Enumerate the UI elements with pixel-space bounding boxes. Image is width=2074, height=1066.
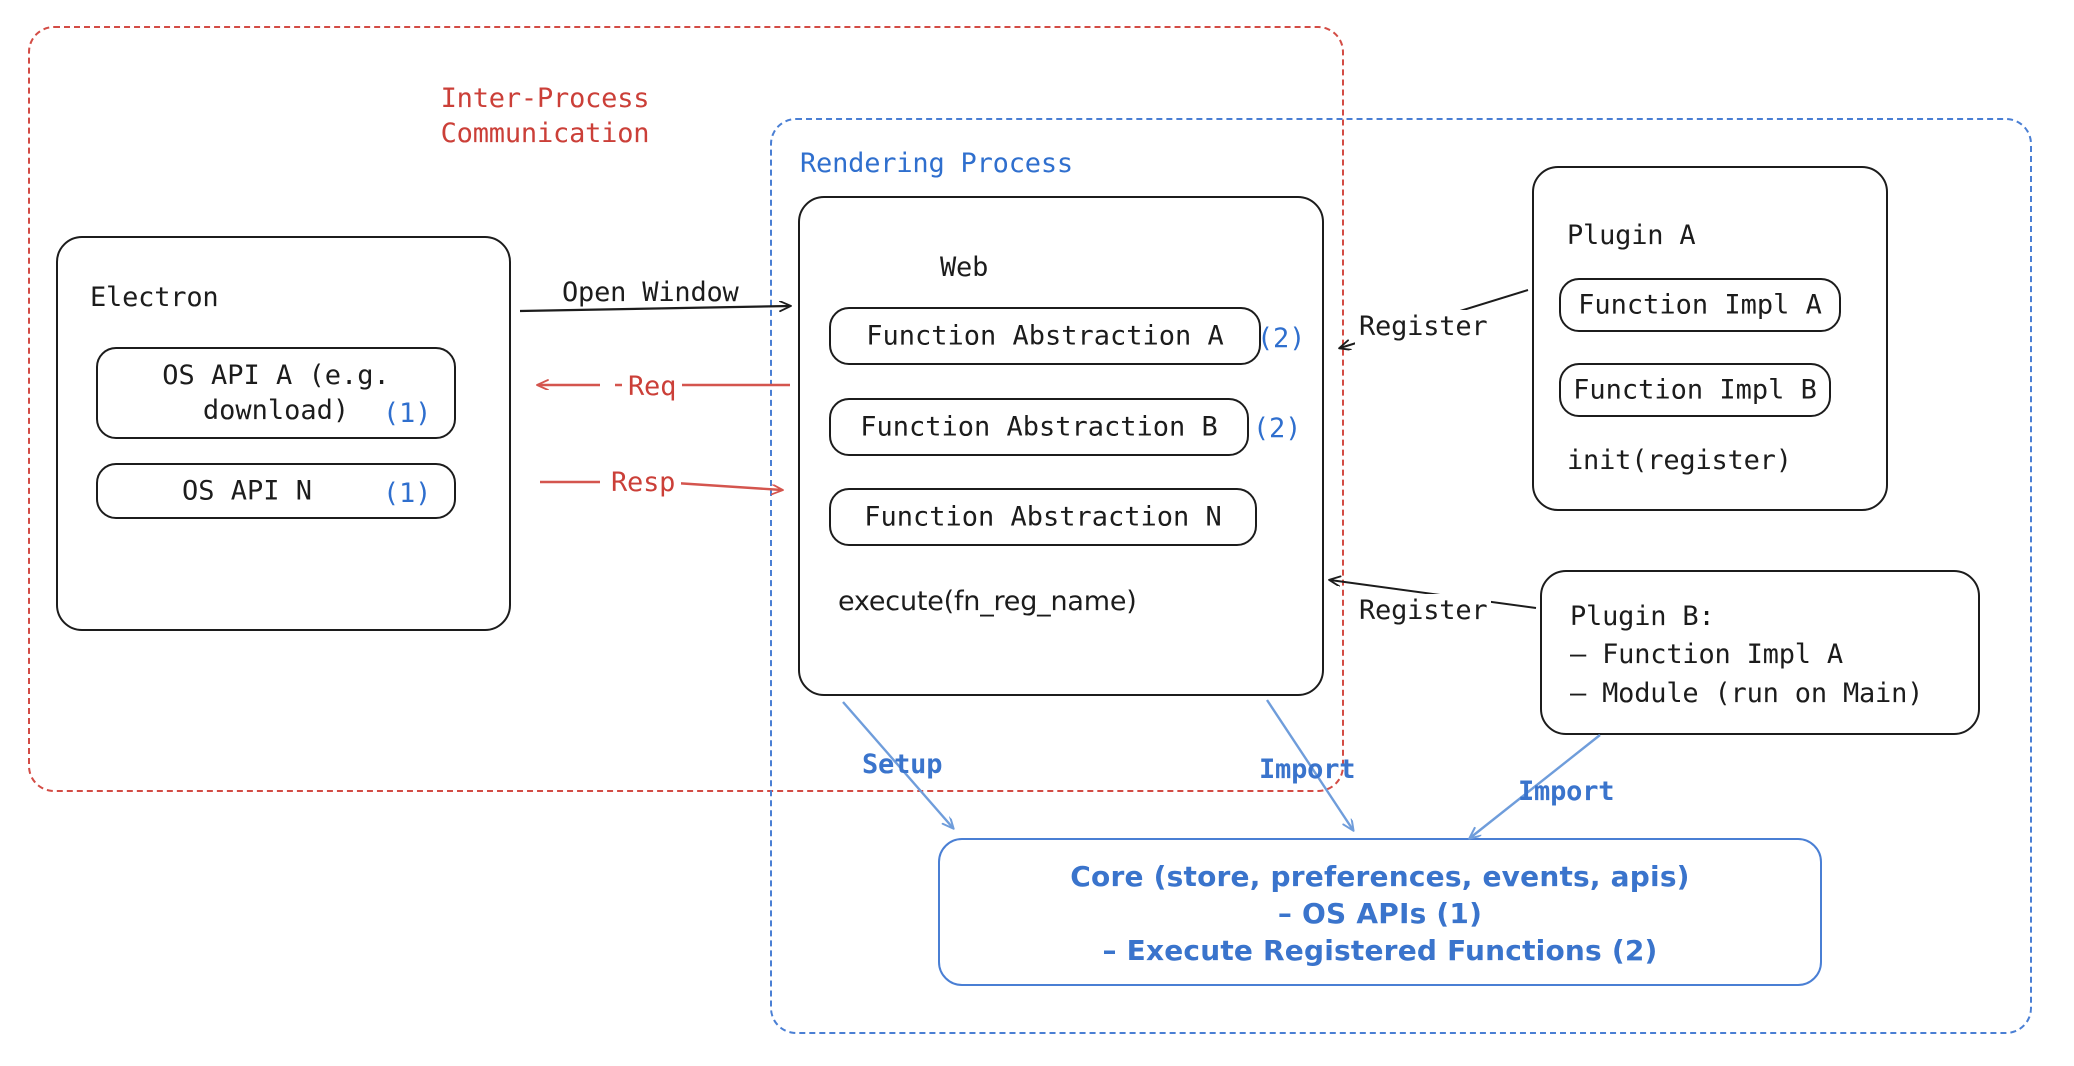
plugin-b-line-2: – Module (run on Main)	[1570, 677, 1924, 709]
function-impl-a-box[interactable]: Function Impl A	[1559, 278, 1841, 332]
arrow-register-plugin-b-label: Register	[1355, 594, 1492, 629]
os-api-a-badge: (1)	[383, 398, 432, 429]
function-abstraction-n-box[interactable]: Function Abstraction N	[829, 488, 1257, 546]
arrow-resp-label: Resp	[605, 466, 682, 501]
arrow-setup-label: Setup	[862, 749, 943, 780]
os-api-n-box[interactable]: OS API N	[96, 463, 456, 519]
function-abstraction-b-badge: (2)	[1253, 413, 1302, 444]
plugin-b-lines: Plugin B: – Function Impl A – Module (ru…	[1570, 598, 1923, 713]
ipc-group-boundary	[28, 26, 1344, 792]
plugin-a-title: Plugin A	[1567, 220, 1696, 251]
function-abstraction-a-badge: (2)	[1257, 323, 1306, 354]
plugin-a-container	[1532, 166, 1888, 511]
os-api-a-label: OS API A (e.g. download)	[162, 359, 390, 426]
os-api-a-box[interactable]: OS API A (e.g. download)	[96, 347, 456, 439]
arrow-import-plugin-label: Import	[1518, 776, 1615, 807]
web-title: Web	[940, 252, 989, 283]
function-impl-a-label: Function Impl A	[1578, 289, 1822, 321]
core-container	[938, 838, 1822, 986]
web-execute-footer: execute(fn_reg_name)	[838, 586, 1137, 617]
core-line-2: – Execute Registered Functions (2)	[1102, 934, 1658, 968]
plugin-b-container	[1540, 570, 1980, 735]
ipc-group-label: Inter-Process Communication	[440, 83, 650, 149]
electron-container	[56, 236, 511, 631]
function-abstraction-n-label: Function Abstraction N	[864, 501, 1222, 533]
core-line-1: – OS APIs (1)	[1277, 897, 1483, 931]
arrow-register-plugin-a-label: Register	[1355, 310, 1492, 345]
arrow-import-web-label: Import	[1259, 754, 1356, 785]
function-abstraction-b-label: Function Abstraction B	[860, 411, 1218, 443]
os-api-n-label: OS API N	[181, 475, 313, 507]
plugin-b-line-0: Plugin B:	[1570, 601, 1715, 632]
function-impl-b-box[interactable]: Function Impl B	[1559, 363, 1831, 417]
function-impl-b-label: Function Impl B	[1573, 374, 1817, 406]
function-abstraction-a-box[interactable]: Function Abstraction A	[829, 307, 1261, 365]
core-lines: Core (store, preferences, events, apis) …	[938, 858, 1822, 970]
os-api-n-badge: (1)	[383, 478, 432, 509]
web-container	[798, 196, 1324, 696]
electron-title: Electron	[90, 282, 219, 313]
arrow-open-window-label: Open Window	[562, 277, 739, 308]
rendering-process-label: Rendering Process	[800, 148, 1073, 179]
arrow-req-label: Req	[622, 370, 683, 405]
plugin-a-init-footer: init(register)	[1567, 445, 1792, 476]
function-abstraction-b-box[interactable]: Function Abstraction B	[829, 398, 1249, 456]
function-abstraction-a-label: Function Abstraction A	[866, 320, 1224, 352]
plugin-b-line-1: – Function Impl A	[1570, 639, 1843, 671]
core-line-0: Core (store, preferences, events, apis)	[1070, 860, 1690, 893]
rendering-process-group-boundary	[770, 118, 2032, 1034]
